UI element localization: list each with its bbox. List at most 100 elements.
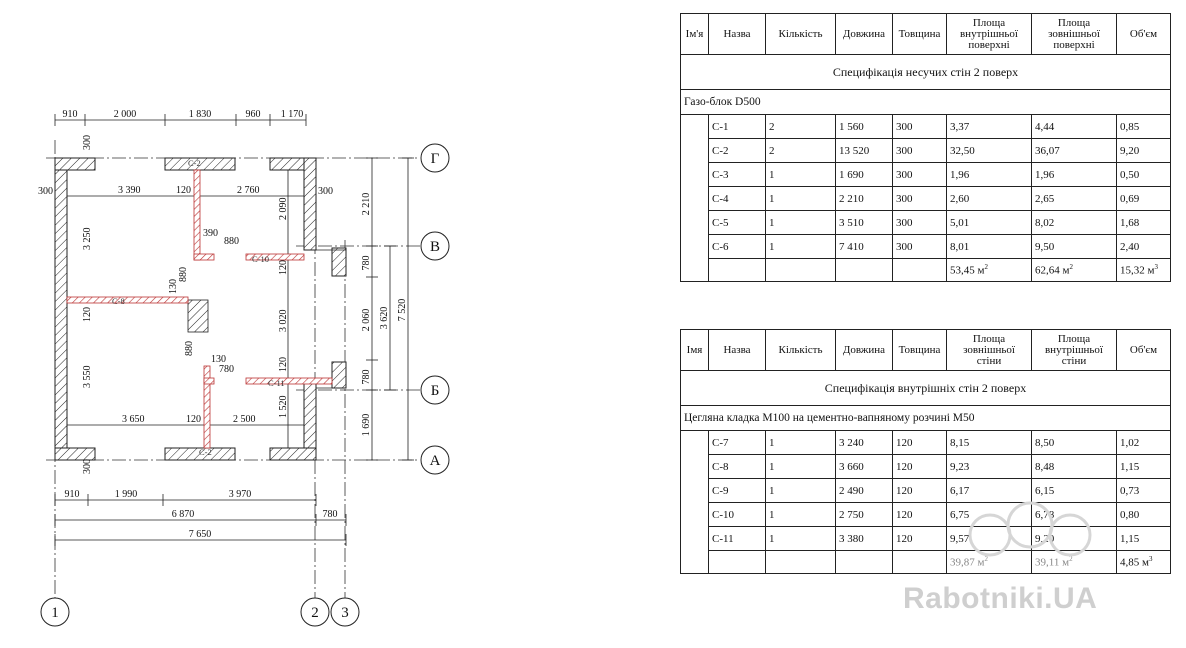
- table-cell: 8,50: [1031, 430, 1117, 455]
- right-dim-2060: 2 060: [361, 309, 372, 332]
- top-dim-5: 1 170: [281, 109, 304, 120]
- dim-780-inner: 780: [219, 364, 234, 375]
- dim-1520: 1 520: [278, 396, 289, 419]
- table-cell: 2: [765, 138, 836, 163]
- table-cell: 2,40: [1116, 234, 1171, 259]
- dim-120a: 120: [176, 185, 191, 196]
- table-cell: 3,37: [946, 114, 1032, 139]
- dim-2090: 2 090: [278, 198, 289, 221]
- table-cell: 8,15: [946, 430, 1032, 455]
- table-cell: 1: [765, 526, 836, 551]
- table-cell: 3 240: [835, 430, 893, 455]
- wall-label-c2: С-2: [188, 158, 201, 168]
- table-cell: 1: [765, 454, 836, 479]
- bottom-dim-2: 1 990: [115, 489, 138, 500]
- table-cell: 9,20: [1031, 526, 1117, 551]
- table1-total-outer: 62,64 м2: [1031, 258, 1117, 282]
- dim-130a: 130: [168, 279, 179, 294]
- table-cell: 300: [892, 162, 947, 187]
- table-cell: 1: [765, 186, 836, 211]
- table-cell: 5,01: [946, 210, 1032, 235]
- wall-label-c11: С-11: [268, 378, 285, 388]
- table-cell: 0,50: [1116, 162, 1171, 187]
- dim-3550: 3 550: [82, 366, 93, 389]
- table-cell: 0,85: [1116, 114, 1171, 139]
- top-dim-3: 1 830: [189, 109, 212, 120]
- dim-120c: 120: [82, 307, 93, 322]
- axis-label-v: В: [430, 239, 440, 255]
- table-cell: 1,02: [1116, 430, 1171, 455]
- table1-header: Довжина: [835, 13, 893, 55]
- table-cell: С-10: [708, 502, 766, 527]
- table2-header: Назва: [708, 329, 766, 371]
- table-cell: 9,50: [1031, 234, 1117, 259]
- right-dim-780b: 780: [361, 370, 372, 385]
- axis-label-3: 3: [341, 605, 349, 621]
- table1-header: Об'єм: [1116, 13, 1171, 55]
- table-cell: 1,15: [1116, 454, 1171, 479]
- dim-120b: 120: [278, 260, 289, 275]
- table-cell: 0,69: [1116, 186, 1171, 211]
- table-cell: 120: [892, 478, 947, 503]
- dim-120d: 120: [278, 357, 289, 372]
- table2-header: Імя: [680, 329, 709, 371]
- table2-material: Цегляна кладка М100 на цементно-вапняном…: [680, 405, 1171, 431]
- table-cell: 36,07: [1031, 138, 1117, 163]
- table2-header: Довжина: [835, 329, 893, 371]
- table-cell: 9,23: [946, 454, 1032, 479]
- table2-header: Площа внутрішньої стіни: [1031, 329, 1117, 371]
- table-cell: 2 490: [835, 478, 893, 503]
- table-cell: 0,80: [1116, 502, 1171, 527]
- table-cell: 8,02: [1031, 210, 1117, 235]
- top-dim-4: 960: [246, 109, 261, 120]
- table-cell: 1: [765, 162, 836, 187]
- table1-material: Газо-блок D500: [680, 89, 1171, 115]
- table-cell: 120: [892, 430, 947, 455]
- dim-130b: 130: [211, 354, 226, 365]
- table-cell: 1,68: [1116, 210, 1171, 235]
- dim-880v1: 880: [178, 267, 189, 282]
- table1-header: Площа зовнішньої поверхні: [1031, 13, 1117, 55]
- table-cell: 120: [892, 502, 947, 527]
- table-cell: С-9: [708, 478, 766, 503]
- table1-row-spacer: [680, 114, 709, 282]
- watermark-text: Rabotniki.UA: [903, 582, 1098, 615]
- axis-label-a: А: [430, 453, 441, 469]
- table-cell: С-5: [708, 210, 766, 235]
- watermark-logo-icon: [968, 501, 1092, 557]
- table-cell: 1: [765, 502, 836, 527]
- top-dim-1: 910: [63, 109, 78, 120]
- table-cell: С-4: [708, 186, 766, 211]
- overall-dim-6870: 6 870: [172, 509, 195, 520]
- table1-total-volume: 15,32 м3: [1116, 258, 1171, 282]
- dim-3250: 3 250: [82, 228, 93, 251]
- table-cell: С-1: [708, 114, 766, 139]
- table-cell: С-2: [708, 138, 766, 163]
- table-cell: С-11: [708, 526, 766, 551]
- dim-300-left: 300: [38, 186, 53, 197]
- spec-table-bearing-walls: Специфікація несучих стін 2 поверх Ім'я …: [680, 13, 1171, 282]
- table1-header: Ім'я: [680, 13, 709, 55]
- dim-2500: 2 500: [233, 414, 256, 425]
- dim-300-right: 300: [318, 186, 333, 197]
- right-dim-1690: 1 690: [361, 414, 372, 437]
- right-dim-7520: 7 520: [397, 299, 408, 322]
- table-cell: 300: [892, 234, 947, 259]
- table2-row-spacer: [680, 430, 709, 574]
- table-cell: 2,65: [1031, 186, 1117, 211]
- dim-3390: 3 390: [118, 185, 141, 196]
- table-cell: 13 520: [835, 138, 893, 163]
- table2-header: Товщина: [892, 329, 947, 371]
- table-cell: 1: [765, 478, 836, 503]
- table-cell: 3 380: [835, 526, 893, 551]
- table-cell: 1: [765, 234, 836, 259]
- bottom-dim-1: 910: [65, 489, 80, 500]
- inner-walls: [66, 169, 333, 449]
- dim-390: 390: [203, 228, 218, 239]
- dim-2760: 2 760: [237, 185, 260, 196]
- bottom-dim-3: 3 970: [229, 489, 252, 500]
- wall-label-c10: С-10: [252, 254, 269, 264]
- table-cell: 2: [765, 114, 836, 139]
- table1-header: Назва: [708, 13, 766, 55]
- outer-walls: [54, 157, 347, 461]
